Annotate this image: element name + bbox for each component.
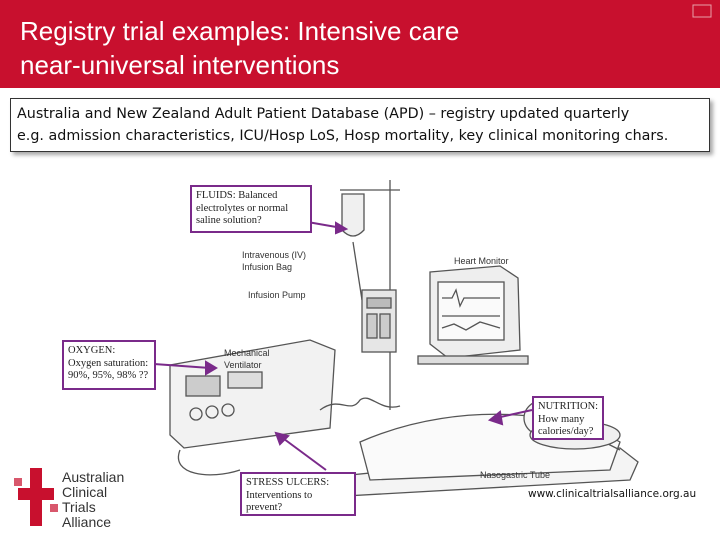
stress-arrowhead bbox=[274, 431, 290, 446]
stress-line-2: Interventions to bbox=[246, 489, 313, 501]
stress-ulcers-callout: STRESS ULCERS: Interventions to prevent? bbox=[240, 472, 356, 516]
nutrition-arrowhead bbox=[487, 410, 504, 426]
stress-line-1: STRESS ULCERS: bbox=[246, 477, 330, 488]
acta-logo-text: Australian Clinical Trials Alliance bbox=[62, 470, 124, 530]
fluids-callout: FLUIDS: Balanced electrolytes or normal … bbox=[190, 185, 312, 233]
nutrition-line-1: NUTRITION: bbox=[538, 401, 599, 412]
title-banner: Registry trial examples: Intensive care … bbox=[0, 0, 720, 88]
logo-line-4: Alliance bbox=[62, 514, 112, 530]
oxygen-callout: OXYGEN: Oxygen saturation: 90%, 95%, 98%… bbox=[62, 340, 156, 390]
ng-tube-label: Nasogastric Tube bbox=[480, 470, 550, 480]
logo-line-1: Australian bbox=[62, 469, 125, 485]
fluids-line-1: FLUIDS: Balanced bbox=[196, 190, 278, 201]
description-line-1: Australia and New Zealand Adult Patient … bbox=[17, 106, 630, 122]
ventilator-label-1: Mechanical bbox=[224, 348, 270, 358]
corner-mark-icon bbox=[692, 4, 712, 18]
title-line-2: near-universal interventions bbox=[20, 50, 340, 80]
iv-bag-label-2: Infusion Bag bbox=[242, 262, 292, 272]
oxygen-arrowhead bbox=[205, 360, 218, 376]
stress-arrow bbox=[279, 435, 327, 471]
nutrition-line-2: How many bbox=[538, 413, 585, 425]
description-line-2: e.g. admission characteristics, ICU/Hosp… bbox=[17, 128, 669, 144]
logo-line-2: Clinical bbox=[62, 484, 108, 500]
title-line-1: Registry trial examples: Intensive care bbox=[20, 16, 460, 46]
description-box: Australia and New Zealand Adult Patient … bbox=[10, 98, 710, 152]
website-url: www.clinicaltrialsalliance.org.au bbox=[528, 488, 697, 500]
nutrition-arrow bbox=[495, 409, 533, 419]
fluids-arrowhead bbox=[335, 221, 349, 235]
infusion-pump-label: Infusion Pump bbox=[248, 290, 306, 300]
stress-line-3: prevent? bbox=[246, 502, 283, 513]
slide-title: Registry trial examples: Intensive care … bbox=[20, 14, 620, 82]
acta-logo-icon bbox=[14, 468, 58, 526]
nutrition-line-3: calories/day? bbox=[538, 426, 594, 437]
oxygen-arrow bbox=[153, 363, 211, 369]
oxygen-line-2: Oxygen saturation: bbox=[68, 357, 149, 369]
fluids-line-3: saline solution? bbox=[196, 215, 262, 226]
oxygen-line-1: OXYGEN: bbox=[68, 345, 116, 356]
ventilator-label-2: Ventilator bbox=[224, 360, 262, 370]
logo-line-3: Trials bbox=[62, 499, 96, 515]
description-text: Australia and New Zealand Adult Patient … bbox=[17, 103, 668, 147]
fluids-line-2: electrolytes or normal bbox=[196, 202, 289, 214]
iv-bag-label-1: Intravenous (IV) bbox=[242, 250, 306, 260]
nutrition-callout: NUTRITION: How many calories/day? bbox=[532, 396, 604, 440]
oxygen-line-3: 90%, 95%, 98% ?? bbox=[68, 370, 149, 381]
heart-monitor-label: Heart Monitor bbox=[454, 256, 509, 266]
